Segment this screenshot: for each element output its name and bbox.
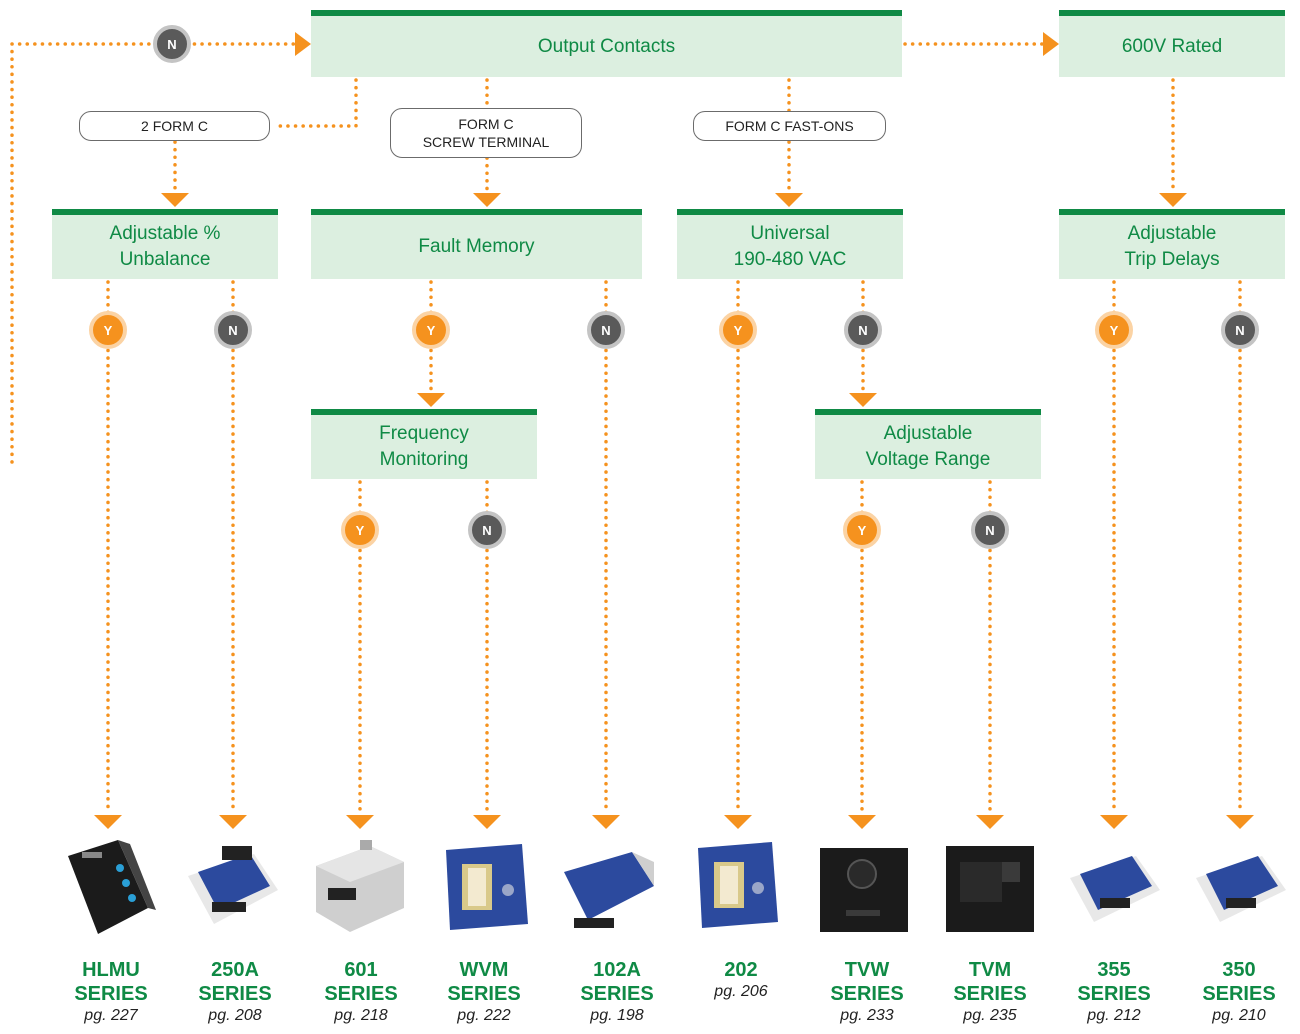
arrowhead [1043,32,1059,56]
350-product-image [1196,856,1286,922]
product-wvm: WVM SERIES pg. 222 [424,958,544,1026]
yes-badge: Y [843,511,881,549]
arrowhead [473,815,501,829]
arrowhead [1159,193,1187,207]
product-name: 250A SERIES [198,959,272,1005]
product-page: pg. 233 [840,1007,894,1024]
355-product-image [1070,856,1160,922]
product-name: 350 SERIES [1202,959,1276,1005]
adjustable-unbalance-box: Adjustable % Unbalance [52,209,278,279]
arrowhead [295,32,311,56]
arrowhead [417,393,445,407]
600v-rated-box: 600V Rated [1059,10,1285,77]
yes-badge: Y [341,511,379,549]
yes-badge: Y [89,311,127,349]
adjustable-voltage-range-box: Adjustable Voltage Range [815,409,1041,479]
102a-product-image [564,852,654,928]
product-name: 601 SERIES [324,959,398,1005]
product-page: pg. 212 [1087,1007,1141,1024]
no-badge: N [587,311,625,349]
product-name: 355 SERIES [1077,959,1151,1005]
product-page: pg. 235 [963,1007,1017,1024]
tvm-product-image [946,846,1034,932]
hlmu-product-image [68,840,156,934]
product-name: TVM SERIES [953,959,1027,1005]
product-page: pg. 208 [208,1007,262,1024]
wvm-product-image [446,844,528,930]
arrowhead [724,815,752,829]
option-2-form-c: 2 FORM C [79,111,270,141]
option-form-c-screw-terminal: FORM C SCREW TERMINAL [390,108,582,158]
arrowhead [473,193,501,207]
product-350: 350 SERIES pg. 210 [1179,958,1299,1026]
frequency-monitoring-box: Frequency Monitoring [311,409,537,479]
product-page: pg. 210 [1212,1007,1266,1024]
arrowhead [592,815,620,829]
yes-badge: Y [412,311,450,349]
adjustable-trip-delays-box: Adjustable Trip Delays [1059,209,1285,279]
arrowhead [976,815,1004,829]
yes-badge: Y [1095,311,1133,349]
product-202: 202 pg. 206 [681,958,801,1002]
202-product-image [698,842,778,928]
arrowhead [94,815,122,829]
arrowhead [849,393,877,407]
product-tvm: TVM SERIES pg. 235 [930,958,1050,1026]
product-tvw: TVW SERIES pg. 233 [807,958,927,1026]
universal-voltage-box: Universal 190-480 VAC [677,209,903,279]
product-250a: 250A SERIES pg. 208 [175,958,295,1026]
product-name: TVW SERIES [830,959,904,1005]
option-form-c-fast-ons: FORM C FAST-ONS [693,111,886,141]
product-355: 355 SERIES pg. 212 [1054,958,1174,1026]
arrowhead [1226,815,1254,829]
product-page: pg. 222 [457,1007,511,1024]
arrowhead [775,193,803,207]
arrowhead [1100,815,1128,829]
tvw-product-image [820,848,908,932]
product-hlmu: HLMU SERIES pg. 227 [51,958,171,1026]
product-601: 601 SERIES pg. 218 [301,958,421,1026]
no-badge: N [844,311,882,349]
no-badge: N [468,511,506,549]
no-badge: N [971,511,1009,549]
product-name: WVM SERIES [447,959,521,1005]
product-page: pg. 227 [84,1007,138,1024]
no-badge: N [1221,311,1259,349]
fault-memory-box: Fault Memory [311,209,642,279]
product-102a: 102A SERIES pg. 198 [557,958,677,1026]
250a-product-image [188,846,278,924]
arrowhead [161,193,189,207]
product-name: HLMU SERIES [74,959,148,1005]
product-name: 102A SERIES [580,959,654,1005]
no-badge: N [153,25,191,63]
arrowhead [346,815,374,829]
product-name: 202 [724,959,758,981]
product-page: pg. 198 [590,1007,644,1024]
yes-badge: Y [719,311,757,349]
arrowhead [848,815,876,829]
product-page: pg. 206 [714,983,768,1000]
no-badge: N [214,311,252,349]
arrowhead [219,815,247,829]
product-page: pg. 218 [334,1007,388,1024]
output-contacts-box: Output Contacts [311,10,902,77]
601-product-image [316,840,404,932]
